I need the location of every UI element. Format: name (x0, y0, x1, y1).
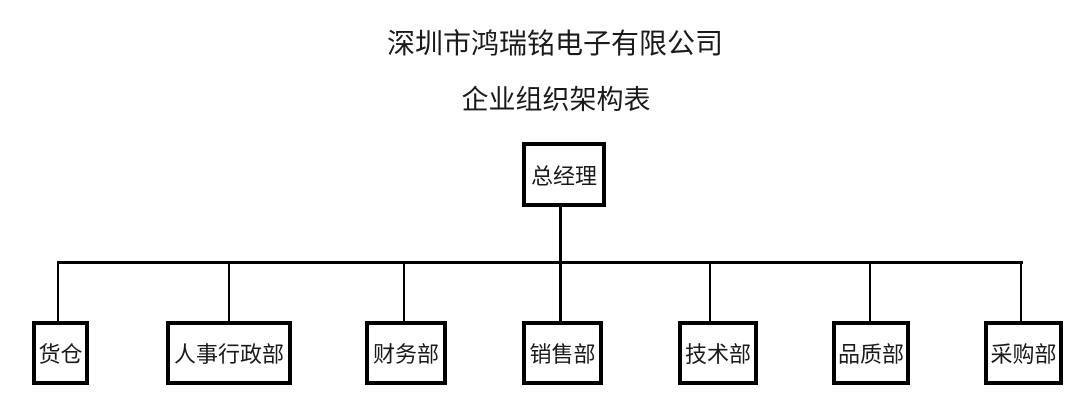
connector-drop-finance (403, 263, 405, 322)
connector-drop-purchasing (1020, 263, 1022, 322)
node-quality-label: 品质部 (837, 342, 904, 367)
node-technology: 技术部 (678, 321, 758, 385)
node-sales: 销售部 (522, 321, 603, 385)
node-finance-label: 财务部 (372, 342, 439, 367)
connector-drop-technology (709, 263, 711, 322)
node-general-manager: 总经理 (522, 142, 606, 207)
node-technology-label: 技术部 (684, 342, 751, 367)
node-quality: 品质部 (832, 321, 910, 385)
connector-root-vertical (559, 206, 562, 322)
connector-drop-hr-admin (228, 263, 230, 322)
node-warehouse-label: 货仓 (38, 342, 83, 367)
chart-subtitle: 企业组织架构表 (461, 85, 651, 115)
node-purchasing: 采购部 (984, 321, 1063, 385)
node-hr-admin-label: 人事行政部 (173, 342, 284, 367)
node-purchasing-label: 采购部 (990, 342, 1057, 367)
node-sales-label: 销售部 (529, 342, 596, 367)
node-hr-admin: 人事行政部 (166, 321, 292, 385)
node-general-manager-label: 总经理 (530, 163, 597, 189)
node-finance: 财务部 (365, 321, 447, 385)
node-warehouse: 货仓 (32, 321, 89, 385)
company-name-title: 深圳市鸿瑞铭电子有限公司 (386, 28, 724, 59)
connector-drop-warehouse (57, 263, 59, 322)
connector-drop-quality (869, 263, 871, 322)
connector-horizontal (57, 261, 1023, 264)
